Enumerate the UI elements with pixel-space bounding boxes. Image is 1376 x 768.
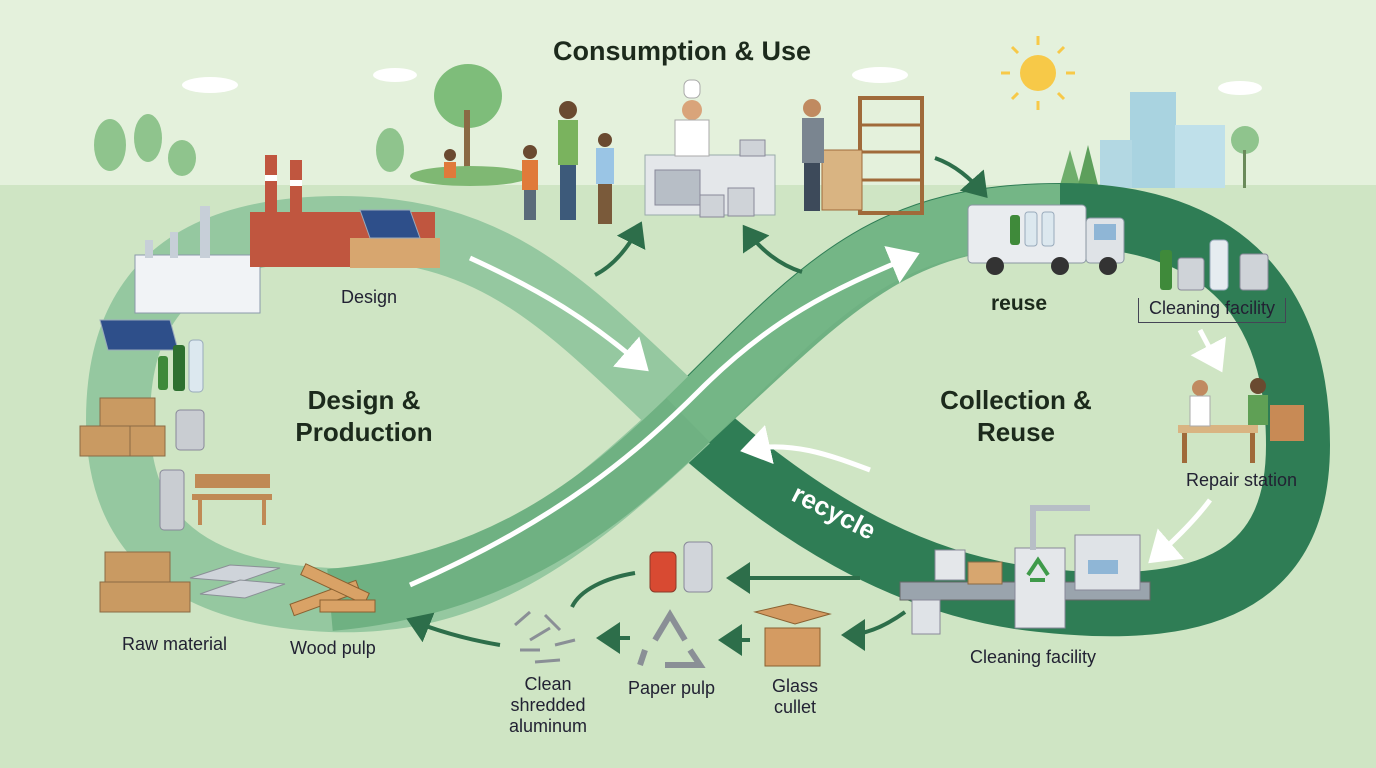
sun-icon — [1001, 36, 1075, 110]
shelf-icon — [802, 96, 924, 215]
family-icon — [410, 101, 614, 224]
can-icon — [159, 409, 205, 531]
repair-station-icon — [1178, 378, 1304, 463]
box-icon — [753, 603, 832, 667]
factory-icon — [134, 155, 440, 314]
label-glass-cullet: Glass cullet — [771, 676, 818, 717]
label-repair-station: Repair station — [1186, 470, 1298, 490]
page-title: Consumption & Use — [553, 36, 812, 66]
label-cleaning-facility-top: Cleaning facility — [1138, 298, 1287, 323]
cleaning-machine-icon — [899, 505, 1151, 635]
recycle-icon — [1026, 556, 1050, 582]
recycle-icon — [637, 609, 706, 668]
solar-panel-icon — [99, 209, 421, 351]
flow-arrows — [406, 156, 988, 656]
section-design-production: Design & Production — [295, 385, 433, 447]
wood-icon — [289, 563, 376, 617]
section-collection-reuse: Collection & Reuse — [940, 385, 1092, 447]
cloud-icon — [182, 67, 1262, 95]
bottle-icon — [158, 339, 204, 393]
label-wood-pulp: Wood pulp — [290, 638, 376, 658]
label-design: Design — [341, 287, 398, 307]
bottle-icon — [1160, 239, 1269, 291]
can-icon — [649, 541, 713, 593]
aluminum-shreds-icon — [514, 610, 576, 664]
tree-icon — [94, 64, 502, 180]
label-paper-pulp: Paper pulp — [628, 678, 716, 698]
label-raw-material: Raw material — [122, 634, 228, 654]
label-clean-shredded-aluminum: Clean shredded aluminum — [508, 674, 588, 736]
label-cleaning-facility-bottom: Cleaning facility — [970, 647, 1097, 667]
bench-icon — [192, 474, 272, 525]
metal-bars-icon — [189, 564, 286, 599]
chef-icon — [644, 79, 776, 218]
label-reuse: reuse — [991, 292, 1048, 315]
box-icon — [79, 397, 191, 613]
garbage-truck-icon — [967, 204, 1125, 275]
city-buildings-icon — [1060, 92, 1259, 188]
